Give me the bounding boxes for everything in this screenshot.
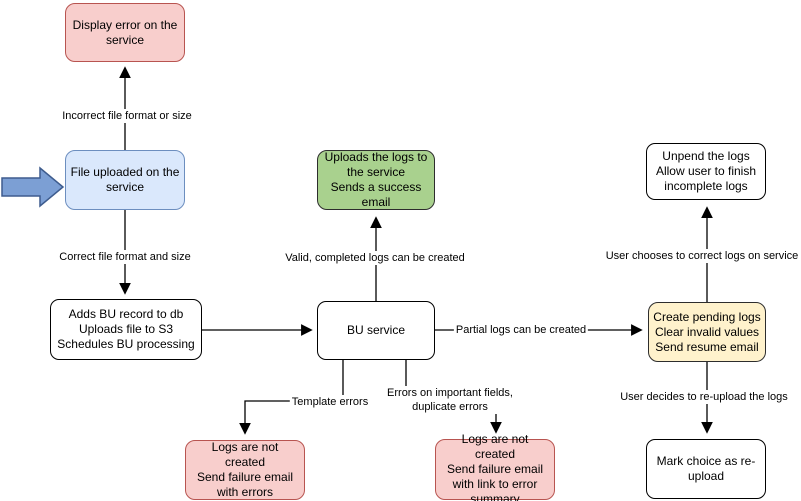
node-text: File uploaded on the xyxy=(70,165,180,179)
node-text: Send resume email xyxy=(655,339,759,354)
node-file-uploaded: File uploaded on the service xyxy=(65,150,185,210)
node-text: incomplete logs xyxy=(664,179,748,193)
edge-label-correct-format: Correct file format and size xyxy=(57,250,193,264)
node-text: summary xyxy=(470,492,520,501)
edge-label-line: Errors on important fields, xyxy=(387,387,513,399)
node-text: upload xyxy=(687,469,725,483)
node-text: Allow user to finish xyxy=(655,164,757,178)
edge-label-template-errors: Template errors xyxy=(289,395,371,409)
node-text: Display error on the xyxy=(72,17,178,32)
node-text: Unpend the logs xyxy=(662,149,750,163)
input-pointer-arrow xyxy=(1,166,65,208)
edge-label-incorrect-format: Incorrect file format or size xyxy=(60,109,194,123)
node-bu-service: BU service xyxy=(317,301,435,360)
edge-label-line: duplicate errors xyxy=(412,401,488,413)
node-text: Create pending logs xyxy=(653,309,761,324)
edge-label-user-reuploads: User decides to re-upload the logs xyxy=(618,390,790,404)
node-display-error: Display error on the service xyxy=(65,3,185,62)
node-fail-template-errors: Logs are not created Send failure email … xyxy=(185,440,305,500)
node-text: Schedules BU processing xyxy=(57,337,195,351)
node-text: Adds BU record to db xyxy=(68,307,184,321)
node-adds-bu-record: Adds BU record to db Uploads file to S3 … xyxy=(50,299,202,360)
node-text: Sends a success xyxy=(330,180,422,194)
node-text: Send failure email xyxy=(446,462,544,476)
node-create-pending-logs: Create pending logs Clear invalid values… xyxy=(648,302,766,362)
edge-label-partial-logs: Partial logs can be created xyxy=(453,323,589,337)
node-text: Mark choice as re- xyxy=(656,454,756,468)
node-text: Clear invalid values xyxy=(654,324,760,339)
node-text: Uploads the logs to xyxy=(324,150,428,164)
node-text: the service xyxy=(346,165,406,179)
node-text: Send failure email xyxy=(196,470,294,484)
node-text: Logs are not created xyxy=(211,440,279,469)
edge-label-user-corrects: User chooses to correct logs on service xyxy=(603,249,801,263)
node-mark-reupload: Mark choice as re- upload xyxy=(646,439,766,499)
node-text: service xyxy=(105,180,144,194)
node-uploads-logs: Uploads the logs to the service Sends a … xyxy=(317,150,435,210)
edge-label-valid-logs: Valid, completed logs can be created xyxy=(283,251,467,265)
node-text: Logs are not created xyxy=(461,432,529,461)
node-text: Uploads file to S3 xyxy=(78,322,174,336)
node-text: BU service xyxy=(346,323,405,337)
node-text: with link to error xyxy=(452,477,538,491)
edge-label-field-errors: Errors on important fields, duplicate er… xyxy=(385,386,515,414)
node-text: with errors xyxy=(216,485,273,499)
node-text: email xyxy=(361,195,391,209)
node-unpend-logs: Unpend the logs Allow user to finish inc… xyxy=(646,143,766,200)
node-fail-field-errors: Logs are not created Send failure email … xyxy=(435,432,555,501)
node-text: service xyxy=(105,32,144,47)
